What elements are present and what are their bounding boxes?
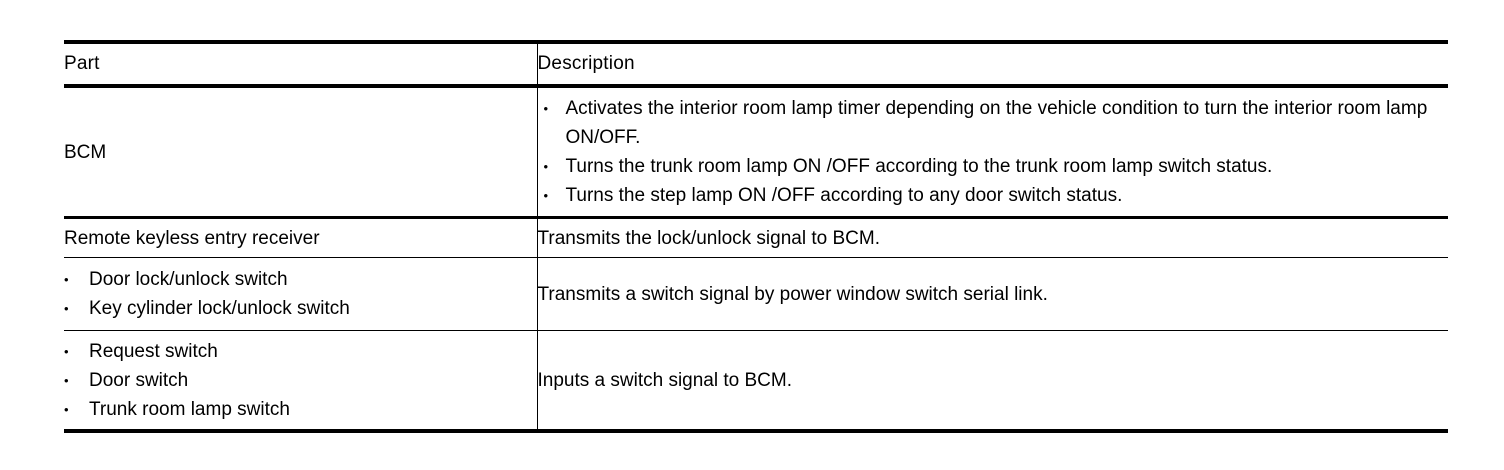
list-item: Turns the step lamp ON /OFF according to… — [538, 181, 1449, 210]
table-row: Remote keyless entry receiver Transmits … — [64, 217, 1448, 258]
table-header: Part Description — [64, 40, 1448, 88]
part-label: BCM — [64, 141, 107, 163]
column-header-part: Part — [64, 40, 538, 88]
column-header-description: Description — [537, 40, 1448, 88]
list-item: Key cylinder lock/unlock switch — [64, 294, 537, 323]
list-item: Request switch — [64, 337, 537, 366]
list-item: Activates the interior room lamp timer d… — [538, 94, 1449, 152]
list-item: Door switch — [64, 366, 537, 395]
part-label: Remote keyless entry receiver — [64, 227, 320, 249]
cell-part-remote-keyless-entry-receiver: Remote keyless entry receiver — [64, 217, 538, 258]
list-item: Door lock/unlock switch — [64, 265, 537, 294]
part-bullet-list: Request switch Door switch Trunk room la… — [64, 337, 537, 424]
table-body: BCM Activates the interior room lamp tim… — [64, 86, 1449, 433]
table-header-row: Part Description — [64, 40, 1448, 88]
cell-description-remote-keyless-entry-receiver: Transmits the lock/unlock signal to BCM. — [537, 217, 1448, 258]
table-row: Door lock/unlock switch Key cylinder loc… — [64, 257, 1448, 331]
list-item: Trunk room lamp switch — [64, 395, 537, 424]
cell-part-lock-switches: Door lock/unlock switch Key cylinder loc… — [64, 257, 538, 331]
cell-description-lock-switches: Transmits a switch signal by power windo… — [537, 257, 1448, 331]
description-bullet-list: Activates the interior room lamp timer d… — [538, 94, 1449, 210]
table-row: BCM Activates the interior room lamp tim… — [64, 86, 1449, 219]
description-text: Transmits a switch signal by power windo… — [537, 283, 1048, 305]
part-description-table: Part Description BCM Activates the inter… — [64, 40, 1448, 433]
table-row: Request switch Door switch Trunk room la… — [64, 330, 1448, 433]
description-text: Inputs a switch signal to BCM. — [537, 369, 793, 391]
cell-part-bcm: BCM — [64, 86, 538, 219]
cell-description-request-switches: Inputs a switch signal to BCM. — [537, 330, 1448, 433]
cell-description-bcm: Activates the interior room lamp timer d… — [537, 86, 1449, 219]
part-bullet-list: Door lock/unlock switch Key cylinder loc… — [64, 265, 537, 323]
list-item: Turns the trunk room lamp ON /OFF accord… — [538, 152, 1449, 181]
cell-part-request-switches: Request switch Door switch Trunk room la… — [64, 330, 538, 433]
description-text: Transmits the lock/unlock signal to BCM. — [537, 227, 880, 249]
